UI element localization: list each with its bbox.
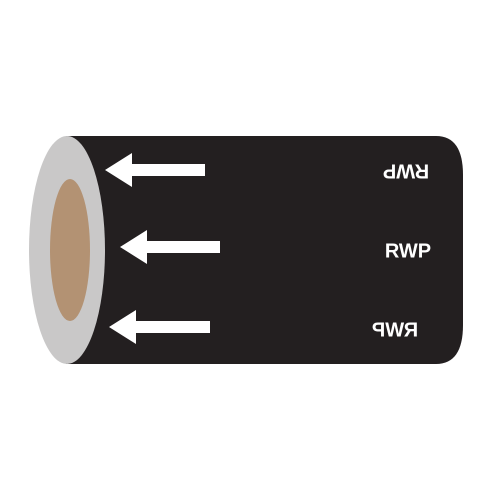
- legend-text-bottom: RWP: [372, 319, 418, 341]
- arrow-icon: [109, 310, 210, 344]
- legend-text-middle: RWP: [385, 240, 431, 262]
- roll-core-inner: [50, 179, 90, 321]
- arrow-icon: [120, 230, 220, 264]
- tape-body: [66, 136, 463, 364]
- arrow-icon: [105, 153, 205, 187]
- legend-text-top: RWP: [383, 160, 429, 182]
